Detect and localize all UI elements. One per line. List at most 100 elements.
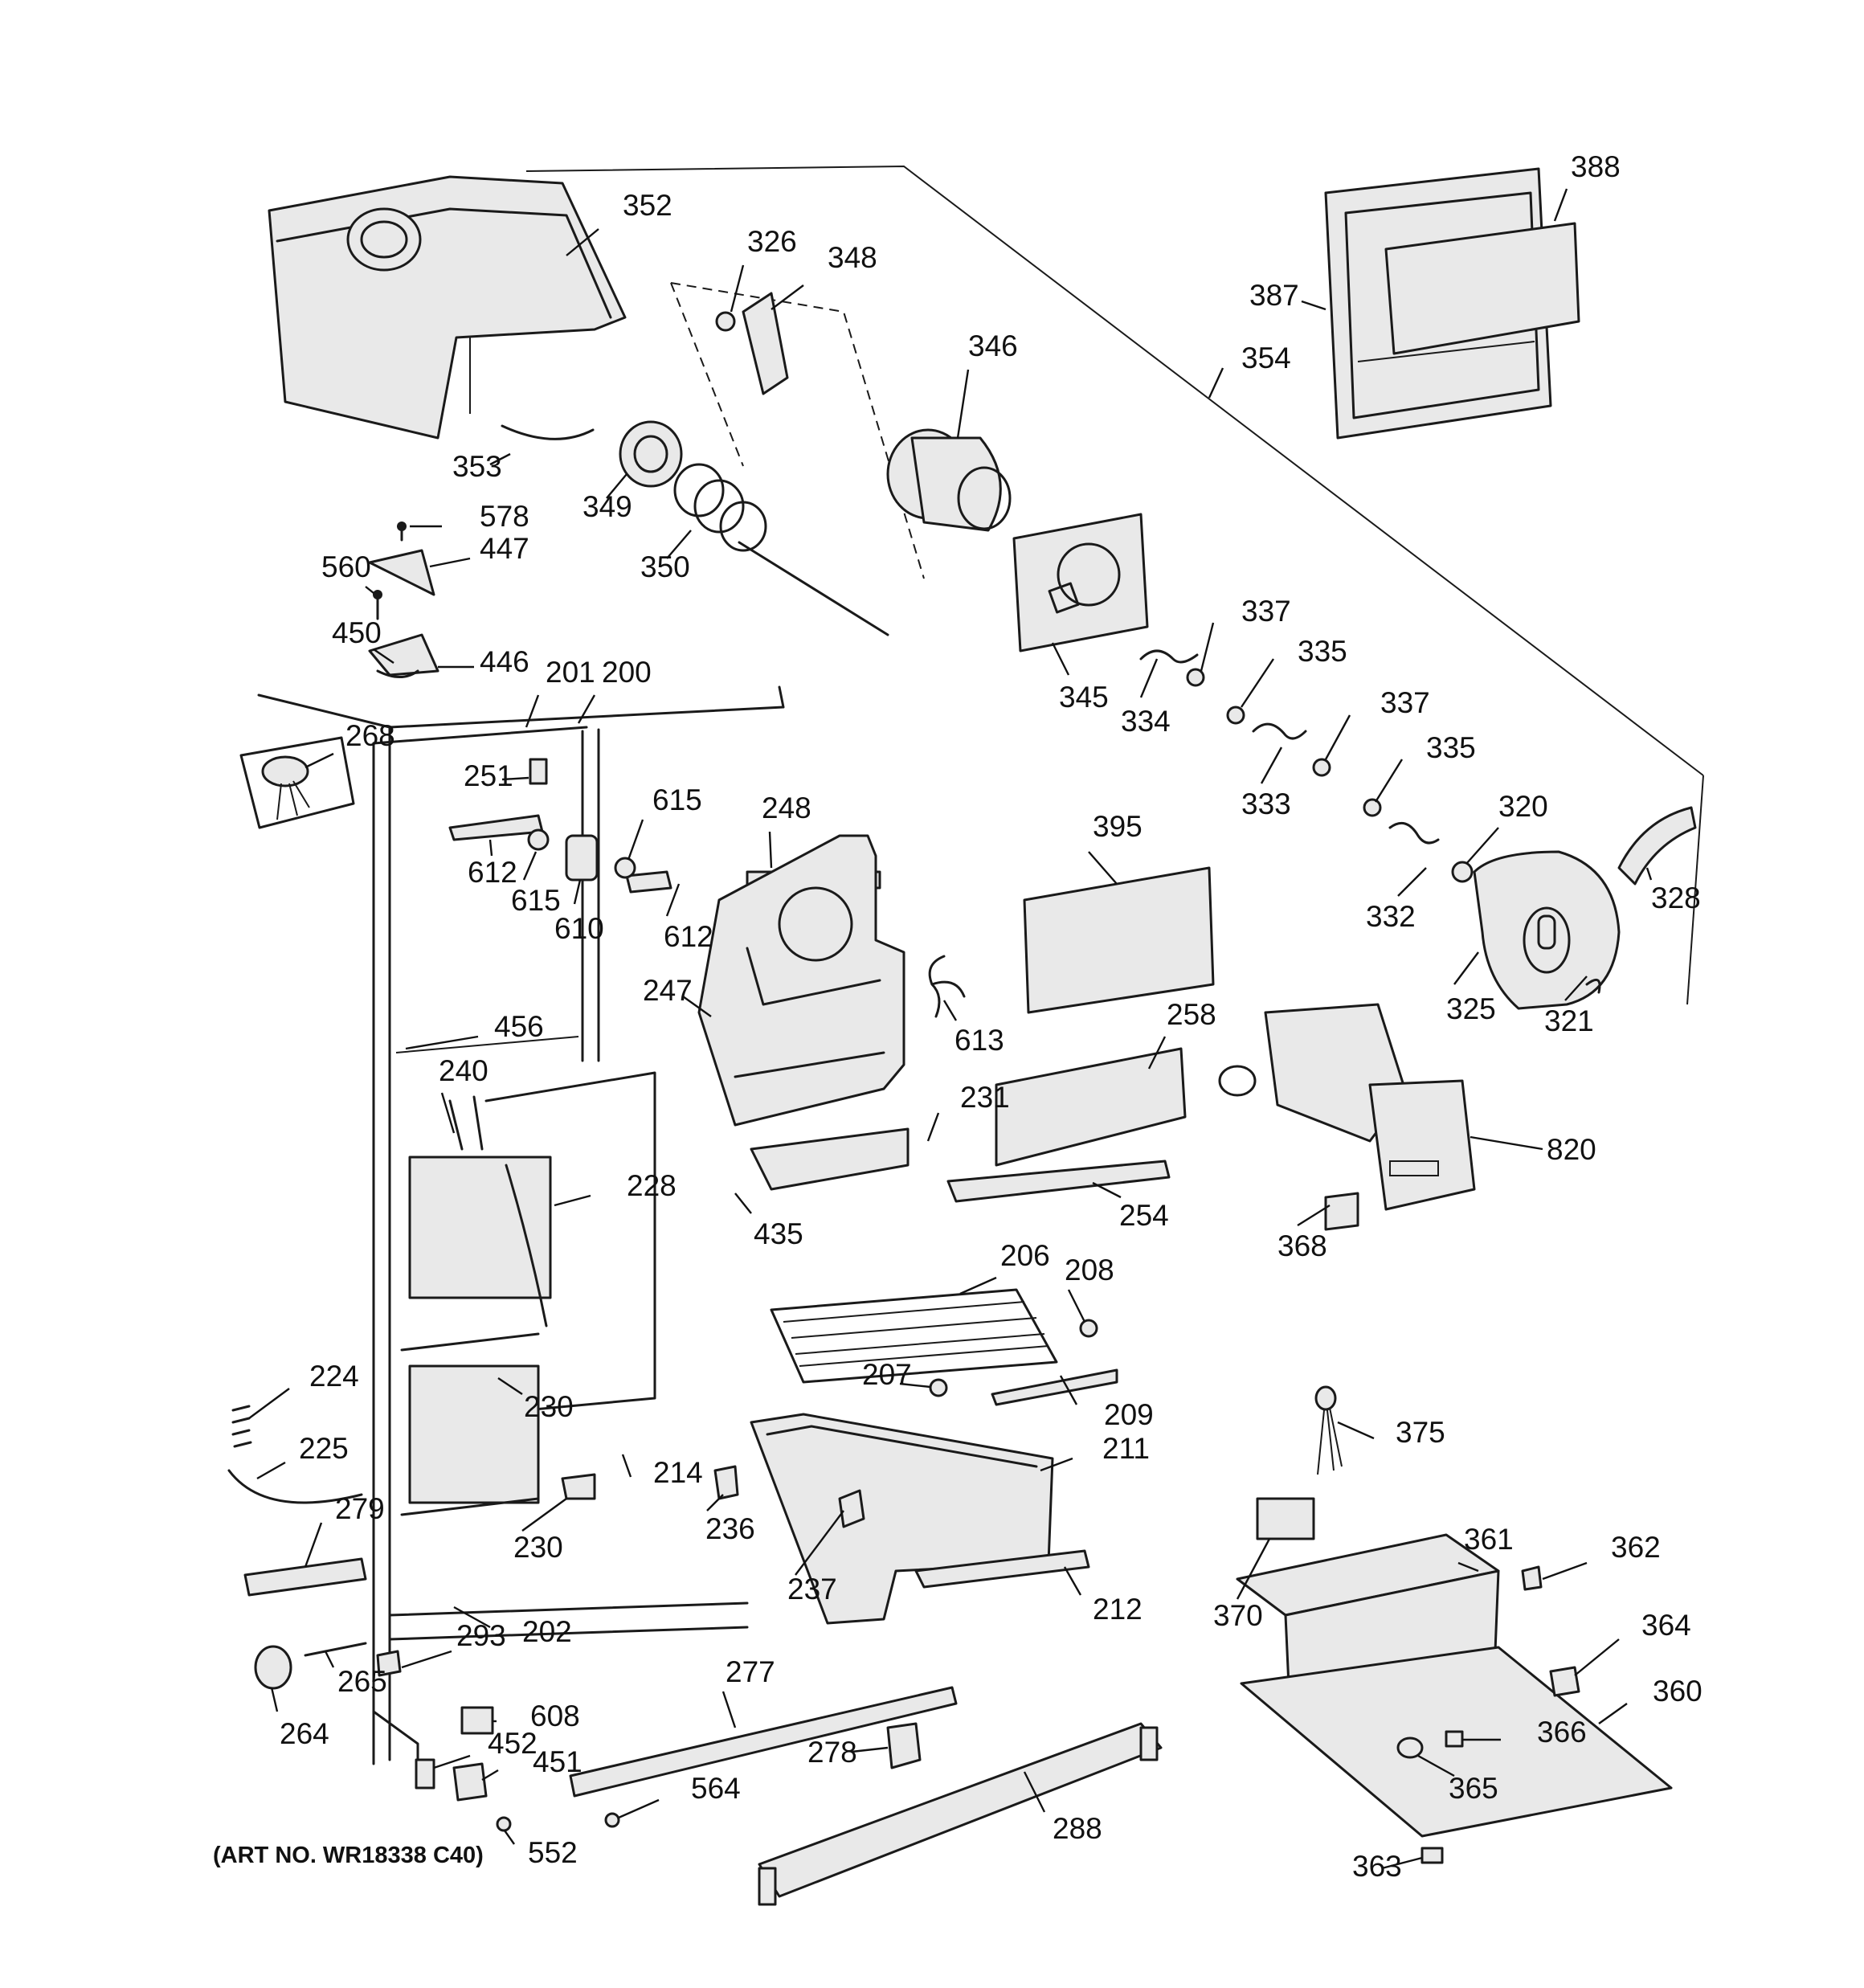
part-number-332: 332 (1366, 900, 1416, 933)
part-number-228: 228 (627, 1169, 677, 1202)
part-number-224: 224 (309, 1360, 359, 1393)
part-number-353: 353 (452, 450, 502, 483)
fan-housing (448, 758, 966, 1191)
part-number-334: 334 (1121, 705, 1171, 738)
part-number-564: 564 (691, 1772, 741, 1805)
part-number-202: 202 (522, 1615, 572, 1648)
part-number-364: 364 (1641, 1609, 1691, 1642)
part-number-375: 375 (1396, 1416, 1445, 1449)
lower-left-parts (227, 1405, 512, 1832)
motor-plate (1012, 513, 1474, 883)
part-number-293: 293 (456, 1619, 506, 1652)
part-number-337: 337 (1380, 686, 1430, 719)
auger-motor (1473, 806, 1697, 1010)
part-number-337: 337 (1241, 595, 1291, 628)
part-number-265: 265 (337, 1665, 387, 1698)
bottom-rail (569, 1686, 1163, 1906)
part-number-560: 560 (321, 550, 371, 583)
hinge-parts (239, 522, 439, 829)
part-number-446: 446 (480, 645, 529, 678)
part-number-388: 388 (1571, 150, 1621, 183)
part-number-321: 321 (1544, 1004, 1594, 1037)
icemaker (1218, 1003, 1476, 1231)
drawer (713, 1413, 1090, 1625)
part-number-325: 325 (1446, 992, 1496, 1025)
part-number-277: 277 (726, 1655, 775, 1688)
part-number-608: 608 (530, 1700, 580, 1732)
wire-shelf (770, 1288, 1118, 1406)
part-number-395: 395 (1093, 810, 1143, 843)
cabinet-outline (257, 165, 1704, 1765)
part-number-230: 230 (513, 1531, 563, 1564)
part-number-201: 201 (546, 656, 595, 689)
part-number-435: 435 (754, 1217, 803, 1250)
part-number-320: 320 (1498, 790, 1548, 823)
part-number-365: 365 (1449, 1772, 1498, 1805)
part-number-345: 345 (1059, 681, 1109, 714)
part-number-450: 450 (332, 616, 382, 649)
part-number-333: 333 (1241, 787, 1291, 820)
part-number-212: 212 (1093, 1593, 1143, 1626)
part-number-348: 348 (828, 241, 877, 274)
part-number-230: 230 (524, 1390, 574, 1423)
part-number-456: 456 (494, 1010, 544, 1043)
part-number-610: 610 (554, 912, 604, 945)
part-number-362: 362 (1611, 1531, 1661, 1564)
part-number-349: 349 (582, 490, 632, 523)
part-number-363: 363 (1352, 1850, 1402, 1883)
part-number-368: 368 (1277, 1229, 1327, 1262)
part-number-452: 452 (488, 1727, 538, 1760)
part-number-361: 361 (1464, 1523, 1514, 1556)
art-number-caption: (ART NO. WR18338 C40) (213, 1843, 484, 1868)
part-number-335: 335 (1298, 635, 1347, 668)
part-number-248: 248 (762, 792, 811, 824)
part-number-335: 335 (1426, 731, 1476, 764)
dispenser-door (1324, 167, 1580, 440)
part-number-208: 208 (1065, 1254, 1114, 1286)
part-number-578: 578 (480, 500, 529, 533)
part-number-288: 288 (1053, 1812, 1102, 1845)
part-number-612: 612 (664, 920, 713, 953)
part-number-209: 209 (1104, 1398, 1154, 1431)
part-number-225: 225 (299, 1432, 349, 1465)
part-number-615: 615 (511, 884, 561, 917)
part-number-231: 231 (960, 1081, 1010, 1114)
part-number-236: 236 (705, 1512, 755, 1545)
part-number-350: 350 (640, 550, 690, 583)
part-number-451: 451 (533, 1745, 582, 1778)
leader-lines (248, 188, 1653, 1870)
machine-compartment (1236, 1385, 1673, 1864)
part-number-279: 279 (335, 1492, 385, 1525)
part-number-207: 207 (862, 1358, 912, 1391)
part-number-346: 346 (968, 329, 1018, 362)
part-number-447: 447 (480, 532, 529, 565)
part-number-237: 237 (787, 1573, 837, 1606)
part-number-360: 360 (1653, 1675, 1703, 1708)
part-number-268: 268 (345, 719, 395, 752)
part-number-820: 820 (1547, 1133, 1596, 1166)
part-number-613: 613 (954, 1024, 1004, 1057)
part-number-352: 352 (623, 189, 672, 222)
part-number-370: 370 (1213, 1599, 1263, 1632)
part-number-200: 200 (602, 656, 652, 689)
part-number-354: 354 (1241, 342, 1291, 374)
part-number-251: 251 (464, 759, 513, 792)
part-number-328: 328 (1651, 882, 1701, 914)
auger-assembly (619, 282, 1012, 636)
part-number-278: 278 (807, 1736, 857, 1769)
part-number-240: 240 (439, 1054, 488, 1087)
part-number-615: 615 (652, 783, 702, 816)
part-number-264: 264 (280, 1717, 329, 1750)
part-number-206: 206 (1000, 1239, 1050, 1272)
part-number-254: 254 (1119, 1199, 1169, 1232)
evaporator (400, 1071, 656, 1516)
part-number-552: 552 (528, 1836, 578, 1869)
part-number-326: 326 (747, 225, 797, 258)
part-number-387: 387 (1249, 279, 1299, 312)
part-number-258: 258 (1167, 998, 1216, 1031)
part-number-247: 247 (643, 974, 693, 1007)
ice-bucket (268, 175, 627, 440)
part-number-366: 366 (1537, 1716, 1587, 1749)
